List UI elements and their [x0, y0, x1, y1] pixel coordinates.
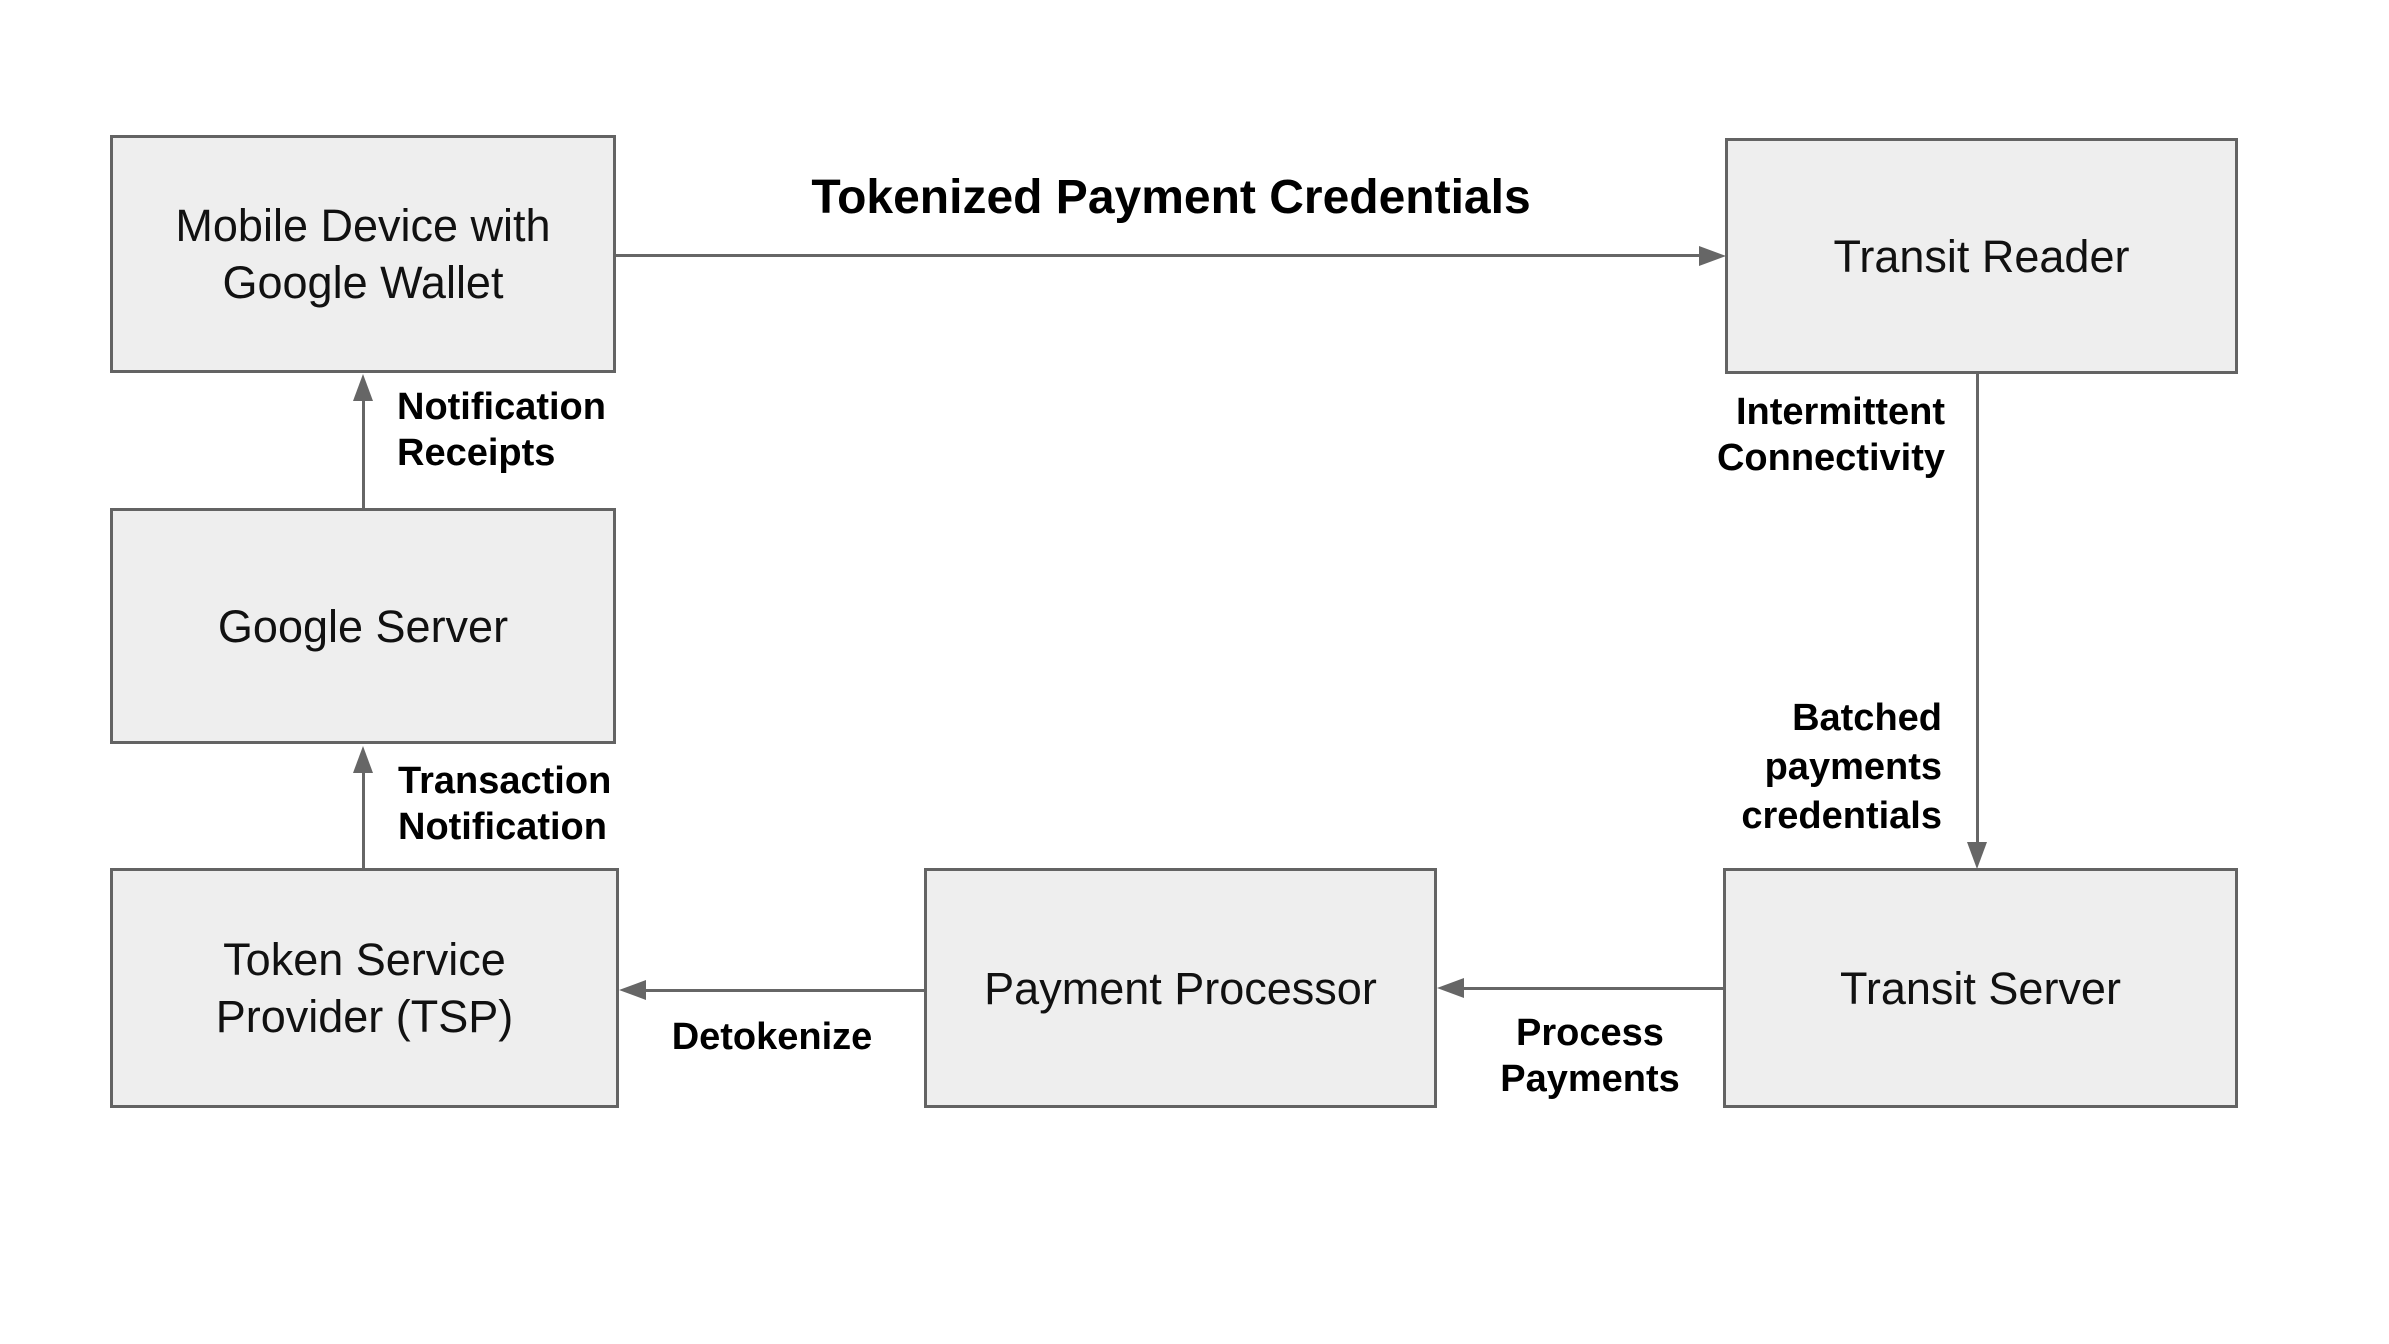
label-line: Google Server: [217, 600, 509, 652]
node-google-server-label: Google Server: [218, 598, 508, 655]
node-payment-processor: Payment Processor: [924, 868, 1437, 1108]
label-line: Transit Server: [1840, 962, 2121, 1014]
edge-label-process-payments: Process Payments: [1440, 1010, 1740, 1102]
label-line: Google Wallet: [222, 257, 504, 308]
arrowhead-down-icon: [1967, 842, 1987, 869]
label-line: Connectivity: [1716, 437, 1945, 479]
edge-label-tokenized-payment-credentials: Tokenized Payment Credentials: [617, 170, 1725, 226]
arrow-line: [362, 770, 365, 868]
edge-label-intermittent-connectivity: Intermittent Connectivity: [1545, 389, 1945, 481]
edge-label-transaction-notification: Transaction Notification: [398, 758, 611, 850]
arrow-line: [643, 989, 924, 992]
label-line: Notification: [397, 386, 606, 428]
label-line: Payments: [1500, 1058, 1680, 1100]
arrowhead-up-icon: [353, 746, 373, 773]
arrowhead-up-icon: [353, 374, 373, 401]
node-mobile-device: Mobile Device with Google Wallet: [110, 135, 616, 373]
label-line: Tokenized Payment Credentials: [811, 171, 1531, 224]
node-mobile-device-label: Mobile Device with Google Wallet: [175, 197, 550, 311]
label-line: Batched: [1792, 697, 1942, 739]
label-line: Detokenize: [671, 1016, 873, 1058]
node-payment-processor-label: Payment Processor: [984, 960, 1377, 1017]
label-line: Transaction: [398, 760, 612, 802]
arrowhead-left-icon: [1437, 978, 1464, 998]
node-transit-reader: Transit Reader: [1725, 138, 2238, 374]
edge-label-notification-receipts: Notification Receipts: [397, 384, 606, 476]
label-line: credentials: [1741, 795, 1942, 837]
node-google-server: Google Server: [110, 508, 616, 744]
arrow-line: [362, 398, 365, 508]
edge-label-detokenize: Detokenize: [622, 1014, 922, 1060]
label-line: payments: [1764, 746, 1942, 788]
label-line: Mobile Device with: [175, 200, 551, 251]
label-line: Process: [1516, 1012, 1664, 1054]
node-token-service-provider-label: Token Service Provider (TSP): [216, 931, 514, 1045]
edge-label-batched-payments-credentials: Batched payments credentials: [1542, 694, 1942, 841]
node-transit-server-label: Transit Server: [1840, 960, 2121, 1017]
label-line: Payment Processor: [984, 962, 1377, 1014]
arrow-line: [1976, 374, 1979, 844]
node-transit-reader-label: Transit Reader: [1834, 228, 2130, 285]
label-line: Intermittent: [1736, 391, 1945, 433]
label-line: Receipts: [397, 432, 556, 474]
node-token-service-provider: Token Service Provider (TSP): [110, 868, 619, 1108]
node-transit-server: Transit Server: [1723, 868, 2238, 1108]
label-line: Provider (TSP): [215, 991, 514, 1042]
arrowhead-right-icon: [1699, 246, 1726, 266]
arrow-line: [1461, 987, 1723, 990]
arrow-line: [616, 254, 1703, 257]
label-line: Token Service: [223, 934, 506, 985]
label-line: Transit Reader: [1833, 230, 2130, 282]
label-line: Notification: [398, 806, 607, 848]
arrowhead-left-icon: [619, 980, 646, 1000]
